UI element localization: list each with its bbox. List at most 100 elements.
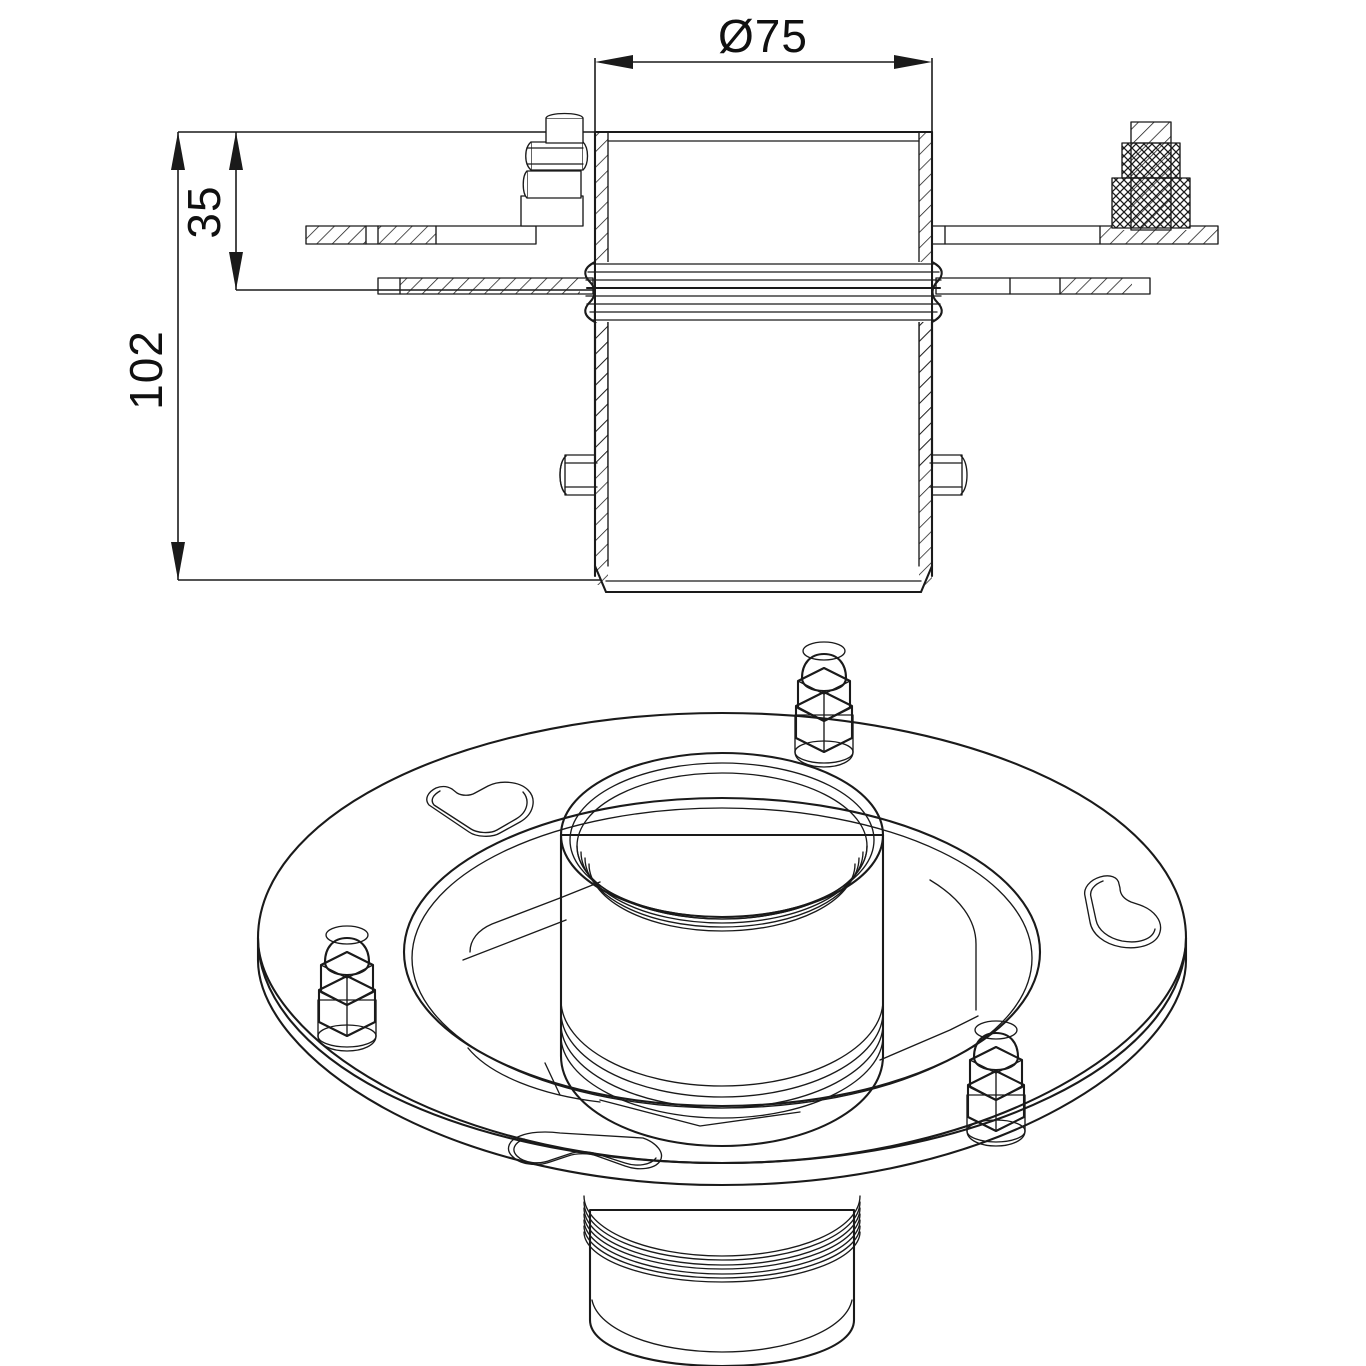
lower-flange-plate bbox=[377, 277, 1151, 295]
upper-plate-right-hatch bbox=[1100, 226, 1218, 244]
slot-upper-left-outline bbox=[426, 781, 534, 837]
outlet-body bbox=[588, 1208, 856, 1366]
bore-line-4 bbox=[588, 863, 856, 932]
threaded-outlet-3d bbox=[583, 1195, 861, 1366]
upper-plate-left-outline bbox=[305, 225, 537, 245]
collar-rim-mid bbox=[569, 762, 875, 918]
bolt-right-stud-hatch bbox=[1131, 122, 1171, 230]
slot-lower-inner bbox=[513, 1138, 657, 1166]
rib-bottom bbox=[599, 1099, 801, 1127]
collar-corrugation-band bbox=[560, 999, 884, 1119]
isometric-view bbox=[256, 641, 1188, 1366]
slot-right-outline bbox=[1083, 875, 1162, 949]
corr-1 bbox=[560, 999, 884, 1087]
dimension-label-overall-height: 102 bbox=[120, 330, 172, 410]
upper-flange-plate bbox=[305, 225, 1219, 245]
bolt-left-nut-upper-chamfer-l bbox=[525, 141, 532, 171]
hex-bolt-assembly-top bbox=[794, 641, 854, 768]
hex-bolt-assembly-left bbox=[317, 925, 377, 1052]
bellows-profile-left bbox=[584, 260, 597, 324]
bolt-right-stud-outline bbox=[1130, 121, 1172, 231]
upper-plate-left-hatch bbox=[306, 226, 436, 244]
lower-plate-right-hatch bbox=[1060, 278, 1132, 294]
bolt-left-base bbox=[520, 195, 584, 227]
arrowhead-bottom bbox=[171, 542, 185, 580]
flange-top-face bbox=[256, 711, 1188, 1165]
thread-ring-1 bbox=[583, 1195, 861, 1257]
arrowhead-top bbox=[171, 132, 185, 170]
lower-plate-left-outline bbox=[377, 277, 594, 295]
rib-short-2 bbox=[544, 1062, 561, 1096]
outlet-bottom-rim bbox=[591, 1299, 853, 1353]
side-screw-right bbox=[929, 454, 968, 496]
collar-body-3d bbox=[559, 833, 885, 1148]
slot-upper-left-inner bbox=[431, 790, 528, 834]
bolt-lr-cap-ellipse bbox=[974, 1020, 1018, 1040]
flange-disc bbox=[256, 711, 1188, 1187]
bolt-lr-hex-upper bbox=[968, 1045, 1024, 1102]
bore-line-3 bbox=[584, 857, 860, 928]
slot-right-inner bbox=[1089, 880, 1156, 943]
bolt-left-nut-lower-chamfer bbox=[522, 170, 528, 199]
dimension-diameter-75: Ø75 bbox=[594, 10, 933, 132]
bolt-left-hex-upper bbox=[319, 950, 375, 1007]
keyhole-slot-upper-left bbox=[426, 781, 534, 837]
drain-body-section bbox=[559, 130, 968, 594]
dimension-height-102: 102 bbox=[120, 131, 612, 581]
lower-plate-left-hatch bbox=[400, 278, 580, 294]
bellows-backing bbox=[596, 262, 931, 322]
dimension-label-upper-height: 35 bbox=[178, 185, 230, 238]
arrowhead-bottom bbox=[229, 252, 243, 290]
corr-3 bbox=[560, 1023, 884, 1109]
arrowhead-top bbox=[229, 132, 243, 170]
arrowhead-right bbox=[894, 55, 932, 69]
arrowhead-left bbox=[595, 55, 633, 69]
screw-head-right bbox=[960, 455, 968, 495]
outlet-thread-rings bbox=[583, 1195, 861, 1283]
upper-plate-right-outline bbox=[944, 225, 1219, 245]
bolt-left-nut-upper-chamfer-r bbox=[582, 141, 589, 171]
bellows-profile-right bbox=[930, 260, 943, 324]
section-view: Ø75 102 35 bbox=[120, 10, 1219, 594]
bolt-top-cap-ellipse bbox=[802, 641, 846, 661]
thread-ring-7 bbox=[583, 1231, 861, 1283]
corr-2 bbox=[560, 1011, 884, 1098]
keyhole-slot-right bbox=[1083, 875, 1162, 949]
bolt-left-nut-lower bbox=[526, 170, 582, 199]
flange-inner-boss-inner bbox=[411, 807, 1033, 1109]
rib-right-upper bbox=[929, 879, 977, 1011]
bolt-left-nut-upper bbox=[530, 141, 584, 171]
thread-ring-6 bbox=[583, 1225, 861, 1279]
hex-bolt-assembly-lower-right bbox=[966, 1020, 1026, 1147]
flange-inner-boss-outer bbox=[402, 796, 1042, 1108]
bolt-top-dome bbox=[800, 652, 848, 693]
lower-wall-left-hatch bbox=[595, 310, 608, 585]
rib-left-upper bbox=[469, 897, 561, 953]
bolt-assembly-right-section bbox=[1111, 121, 1191, 231]
thread-ring-5 bbox=[583, 1219, 861, 1275]
lower-interior bbox=[608, 310, 919, 585]
side-screw-left bbox=[559, 454, 598, 496]
bolt-left-stud bbox=[545, 117, 584, 144]
central-collar-3d bbox=[559, 751, 885, 1148]
bellows-band bbox=[584, 260, 943, 324]
thread-ring-2 bbox=[583, 1201, 861, 1261]
slot-lower-outline bbox=[507, 1131, 663, 1170]
rib-right-lower bbox=[879, 1015, 979, 1061]
bore-line-1 bbox=[576, 845, 868, 920]
screw-body-right bbox=[931, 454, 963, 496]
keyhole-slot-lower bbox=[507, 1131, 663, 1170]
screw-body-left bbox=[564, 454, 596, 496]
rib-left bbox=[462, 919, 567, 961]
bolt-assembly-left-section bbox=[520, 112, 589, 227]
corr-4 bbox=[560, 1035, 884, 1119]
flange-edge-thickness bbox=[256, 936, 1188, 1187]
bolt-lr-dome bbox=[972, 1031, 1020, 1072]
lower-plate-right-outline bbox=[935, 277, 1151, 295]
screw-head-left-hatch bbox=[559, 455, 567, 495]
bore-line-2 bbox=[580, 851, 864, 924]
bolt-left-cap-ellipse bbox=[325, 925, 369, 945]
thread-ring-3 bbox=[583, 1207, 861, 1266]
